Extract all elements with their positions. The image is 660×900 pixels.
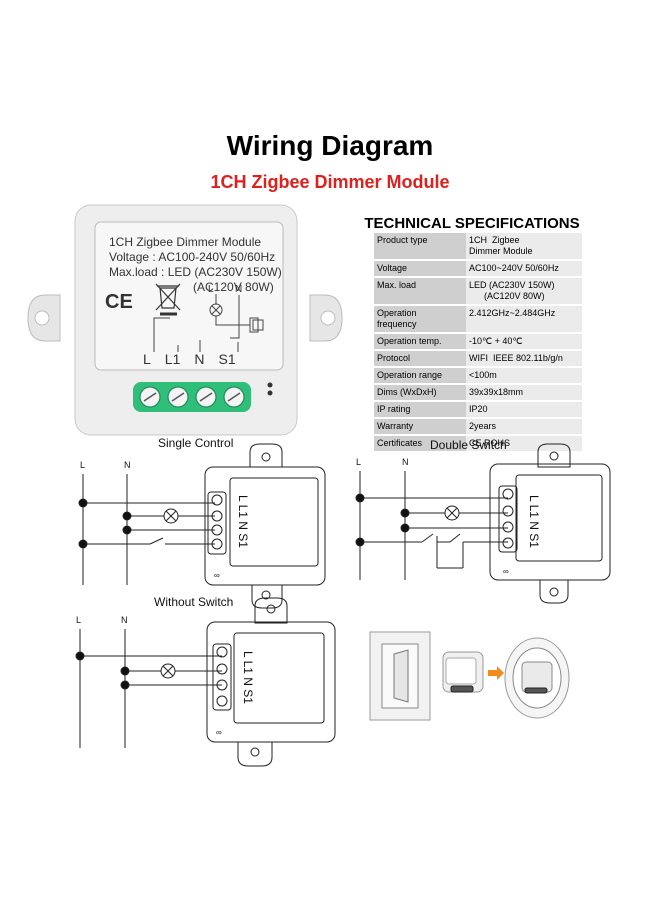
- spec-value: WIFI IEEE 802.11b/g/n: [466, 350, 582, 367]
- spec-value: IP20: [466, 401, 582, 418]
- spec-value: LED (AC230V 150W) (AC120V 80W): [466, 277, 582, 305]
- module-illustration: 1CH Zigbee Dimmer Module Voltage : AC100…: [27, 204, 343, 436]
- spec-row: Operation range<100m: [374, 367, 582, 384]
- spec-value: 2.412GHz~2.484GHz: [466, 305, 582, 333]
- spec-key: Voltage: [374, 260, 466, 277]
- svg-text:N: N: [235, 284, 242, 295]
- module-line4: (AC120V 80W): [193, 280, 274, 294]
- specs-title: TECHNICAL SPECIFICATIONS: [364, 215, 580, 232]
- without-switch-diagram: Without Switch L N L L1 N S1 ∞: [75, 595, 336, 767]
- spec-key: Operation range: [374, 367, 466, 384]
- svg-text:N: N: [121, 615, 128, 625]
- spec-value: CE ROHS: [466, 435, 582, 452]
- spec-key: Operation temp.: [374, 333, 466, 350]
- weee-bin-icon: [155, 283, 181, 316]
- spec-key: Certificates: [374, 435, 466, 452]
- svg-text:N: N: [402, 457, 409, 467]
- page-title: Wiring Diagram: [226, 130, 434, 161]
- svg-text:N: N: [124, 460, 131, 470]
- spec-value: AC100~240V 50/60Hz: [466, 260, 582, 277]
- single-control-diagram: Single Control L N: [78, 436, 326, 609]
- module-schematic: L N: [153, 284, 264, 352]
- spec-value: -10℃ + 40℃: [466, 333, 582, 350]
- module-line2: Voltage : AC100-240V 50/60Hz: [109, 250, 275, 264]
- without-terminal-text: L L1 N S1: [241, 651, 255, 704]
- spec-key: Max. load: [374, 277, 466, 305]
- spec-key: IP rating: [374, 401, 466, 418]
- spec-value: 39x39x18mm: [466, 384, 582, 401]
- spec-value: 2years: [466, 418, 582, 435]
- page-subtitle: 1CH Zigbee Dimmer Module: [210, 172, 450, 192]
- spec-key: Operation frequency: [374, 305, 466, 333]
- module-line3: Max.load : LED (AC230V 150W): [109, 265, 282, 279]
- spec-value: 1CH Zigbee Dimmer Module: [466, 233, 582, 260]
- spec-value: <100m: [466, 367, 582, 384]
- svg-text:L: L: [208, 284, 214, 295]
- double-switch-diagram: Double Switch L N: [355, 438, 611, 604]
- terminal-screws: [139, 386, 245, 408]
- spec-row: Operation temp.-10℃ + 40℃: [374, 333, 582, 350]
- spec-key: Protocol: [374, 350, 466, 367]
- without-switch-label: Without Switch: [154, 595, 233, 609]
- double-switch-label: Double Switch: [430, 438, 507, 452]
- svg-text:L: L: [356, 457, 361, 467]
- spec-key: Warranty: [374, 418, 466, 435]
- spec-key: Dims (WxDxH): [374, 384, 466, 401]
- ce-mark: CE: [105, 291, 133, 313]
- svg-text:L: L: [76, 615, 81, 625]
- spec-key: Product type: [374, 233, 466, 260]
- svg-text:∞: ∞: [216, 728, 222, 737]
- single-terminal-text: L L1 N S1: [236, 495, 250, 548]
- spec-row: Dims (WxDxH)39x39x18mm: [374, 384, 582, 401]
- svg-text:∞: ∞: [214, 571, 220, 580]
- single-control-label: Single Control: [158, 436, 233, 450]
- svg-text:L: L: [80, 460, 85, 470]
- double-terminal-text: L L1 N S1: [527, 495, 541, 548]
- installation-illustration: [369, 631, 570, 721]
- wiring-diagrams: Single Control L N: [75, 436, 611, 767]
- svg-text:∞: ∞: [503, 567, 509, 576]
- module-line1: 1CH Zigbee Dimmer Module: [109, 235, 261, 249]
